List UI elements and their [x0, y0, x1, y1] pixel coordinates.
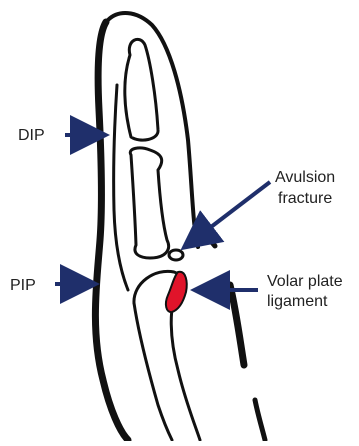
label-avulsion-line2: fracture	[278, 190, 332, 207]
volar-plate-ligament	[166, 272, 187, 312]
finger-outline-left	[95, 22, 128, 440]
avulsion-arrow	[190, 182, 270, 243]
label-pip: PIP	[10, 277, 36, 294]
label-volar-line2: ligament	[267, 293, 328, 310]
proximal-phalanx-shaft	[134, 303, 172, 440]
finger-outline-right	[108, 13, 198, 247]
label-dip: DIP	[18, 127, 45, 144]
finger-outline-right-lower-2	[230, 285, 244, 365]
finger-outline-right-lower-3	[255, 400, 265, 440]
finger-outline-right-lower	[210, 240, 215, 246]
label-avulsion-line1: Avulsion	[275, 169, 335, 186]
label-volar-line1: Volar plate	[267, 273, 343, 290]
avulsion-fragment	[169, 250, 183, 260]
middle-phalanx	[130, 148, 168, 258]
distal-phalanx	[125, 39, 158, 140]
